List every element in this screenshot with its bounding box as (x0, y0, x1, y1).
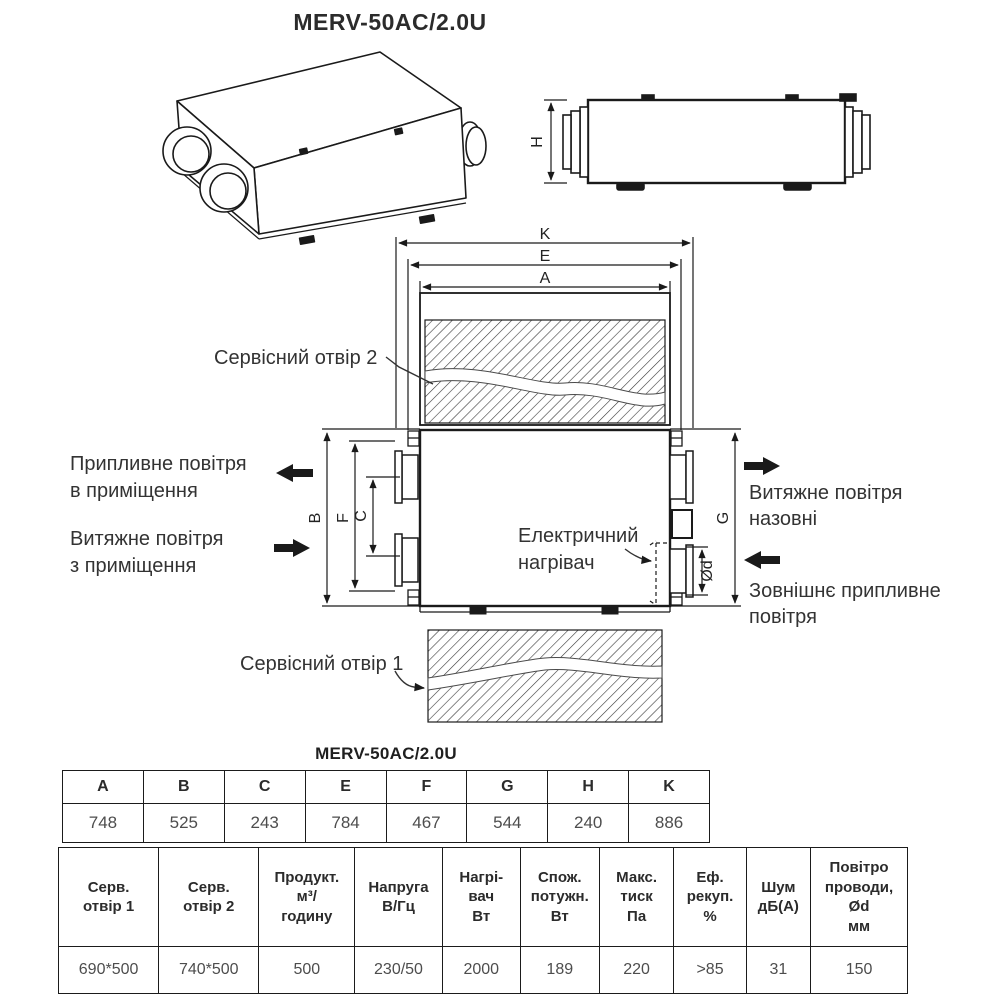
label-electric-heater-1: Електричний (518, 525, 638, 547)
label-electric-heater-2: нагрівач (518, 552, 595, 574)
label-service-opening-2: Сервісний отвір 2 (214, 347, 377, 369)
main-view (394, 428, 694, 615)
spec-value-heater: 2000 (441, 946, 521, 994)
dim-label-h: H (529, 136, 546, 148)
dim-header-f: F (385, 770, 468, 804)
spec-value-capacity: 500 (258, 946, 356, 994)
isometric-view (162, 51, 487, 245)
dim-value-h: 240 (547, 803, 630, 843)
spec-header-recovery: Еф. рекуп. % (673, 847, 747, 947)
electric-heater-zone (649, 540, 670, 606)
top-view (419, 292, 671, 426)
dim-header-c: C (223, 770, 306, 804)
label-exhaust-from-room-1: Витяжне повітря (70, 528, 224, 550)
dim-BFC (322, 428, 420, 607)
label-supply-to-room-1: Припливне повітря (70, 453, 247, 475)
service-opening-1-view (427, 629, 663, 723)
technical-diagram: MERV-50AC/2.0U H (70, 9, 941, 723)
spec-header-service-opening-1: Серв. отвір 1 (57, 847, 160, 947)
dim-header-e: E (304, 770, 387, 804)
dim-value-f: 467 (385, 803, 468, 843)
label-outdoor-supply-1: Зовнішнє припливне (749, 580, 941, 602)
spec-header-duct-diameter: Повітро проводи, Ød мм (810, 847, 908, 947)
airflow-arrows (274, 457, 780, 569)
spec-header-noise: Шум дБ(А) (745, 847, 812, 947)
spec-header-row: Серв. отвір 1 Серв. отвір 2 Продукт. м³/… (57, 847, 908, 947)
dim-header-h: H (547, 770, 630, 804)
dim-label-c: C (353, 510, 370, 522)
spec-header-heater: Нагрі- вач Вт (441, 847, 521, 947)
label-exhaust-outside-2: назовні (749, 508, 817, 530)
leader-lines (385, 356, 653, 692)
dim-label-b: B (307, 513, 324, 524)
side-view (562, 93, 871, 191)
arrow-supply-to-room (276, 464, 313, 482)
dim-header-b: B (142, 770, 225, 804)
dim-value-k: 886 (628, 803, 710, 843)
dim-label-od: Ød (699, 560, 716, 581)
dimensions-header-row: A B C E F G H K (62, 770, 710, 804)
spec-value-voltage: 230/50 (354, 946, 443, 994)
label-service-opening-1: Сервісний отвір 1 (240, 653, 403, 675)
spec-header-power: Спож. потужн. Вт (519, 847, 600, 947)
dim-label-a: A (540, 270, 551, 287)
dim-label-k: K (540, 226, 551, 243)
spec-table: Серв. отвір 1 Серв. отвір 2 Продукт. м³/… (57, 847, 908, 994)
arrow-exhaust-outside (744, 457, 780, 475)
arrow-outdoor-supply (744, 551, 780, 569)
spec-value-pressure: 220 (598, 946, 675, 994)
page-title: MERV-50AC/2.0U (293, 9, 486, 35)
dim-G-Od (670, 428, 741, 607)
label-exhaust-from-room-2: з приміщення (70, 555, 196, 577)
dim-label-e: E (540, 248, 551, 265)
table-title: MERV-50AC/2.0U (315, 744, 457, 763)
spec-header-service-opening-2: Серв. отвір 2 (158, 847, 260, 947)
dim-value-c: 243 (223, 803, 306, 843)
dim-H (544, 99, 567, 184)
label-outdoor-supply-2: повітря (749, 606, 817, 628)
spec-header-pressure: Макс. тиск Па (598, 847, 675, 947)
spec-header-voltage: Напруга В/Гц (354, 847, 443, 947)
arrow-exhaust-from-room (274, 539, 310, 557)
spec-value-noise: 31 (745, 946, 812, 994)
label-exhaust-outside-1: Витяжне повітря (749, 482, 903, 504)
dim-value-b: 525 (142, 803, 225, 843)
dim-label-g: G (715, 512, 732, 524)
spec-value-recovery: >85 (673, 946, 747, 994)
spec-value-service-opening-1: 690*500 (57, 946, 160, 994)
dimensions-value-row: 748 525 243 784 467 544 240 886 (62, 803, 710, 843)
dim-label-f: F (335, 513, 352, 523)
spec-value-row: 690*500 740*500 500 230/50 2000 189 220 … (57, 946, 908, 994)
spec-value-power: 189 (519, 946, 600, 994)
dim-value-e: 784 (304, 803, 387, 843)
dim-value-a: 748 (62, 803, 144, 843)
dim-header-a: A (62, 770, 144, 804)
dim-value-g: 544 (466, 803, 549, 843)
label-supply-to-room-2: в приміщення (70, 480, 198, 502)
dim-KEA (395, 237, 694, 430)
spec-value-duct-diameter: 150 (810, 946, 908, 994)
spec-value-service-opening-2: 740*500 (158, 946, 260, 994)
dim-header-k: K (628, 770, 710, 804)
dimensions-table: A B C E F G H K 748 525 243 784 467 544 … (62, 770, 710, 843)
spec-header-capacity: Продукт. м³/ годину (258, 847, 356, 947)
dim-header-g: G (466, 770, 549, 804)
